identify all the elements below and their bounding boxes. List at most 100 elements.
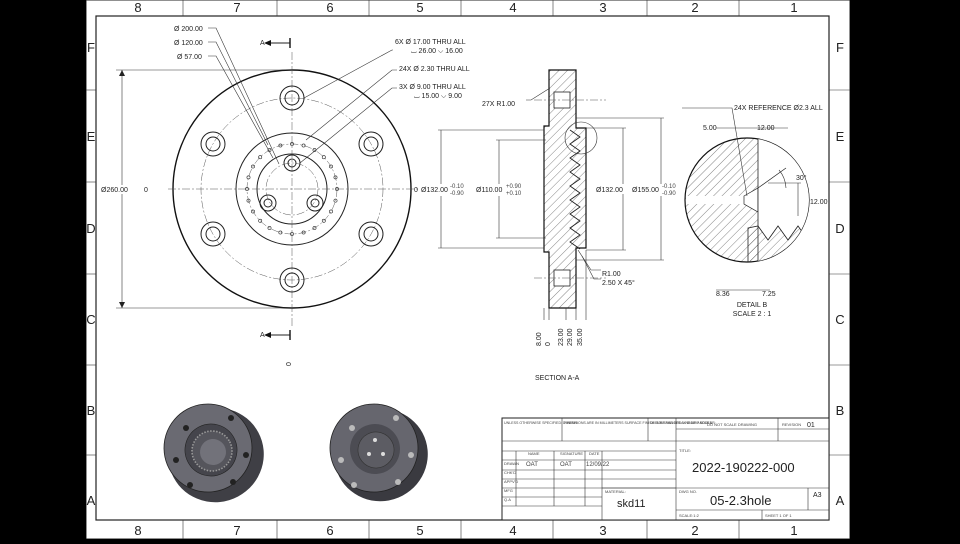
tb-title-label: TITLE: (679, 448, 691, 453)
drawing-frame (95, 15, 830, 521)
note-6x-holes-line1: 6X Ø 17.00 THRU ALL (395, 39, 466, 46)
zone-col-6-top: 6 (326, 0, 333, 15)
dim-8-36: 8.36 (716, 291, 730, 298)
dim-depth-8: 8.00 (536, 332, 543, 346)
zone-col-7-top: 7 (233, 0, 240, 15)
zone-col-5-top: 5 (416, 0, 423, 15)
dim-depth-0: 0 (545, 342, 552, 346)
dim-zero-left: 0 (144, 187, 148, 194)
dim-dia-120: Ø 120.00 (174, 40, 203, 47)
dim-chamfer: 2.50 X 45° (602, 279, 635, 287)
detail-note-24x: 24X REFERENCE Ø2.3 ALL (734, 105, 823, 112)
tb-revision: 01 (807, 422, 815, 429)
small-hole (333, 198, 338, 203)
note-24x-holes: 24X Ø 2.30 THRU ALL (399, 66, 470, 73)
tol-155-upper: -0.10 (662, 184, 676, 190)
section-view: Ø132.00 -0.10 -0.90 Ø110.00 +0.90 +0.10 … (421, 69, 681, 382)
zone-row-f-left: F (87, 40, 95, 55)
small-hole (301, 143, 306, 148)
zone-row-c-left: C (86, 312, 95, 327)
small-hole (333, 175, 338, 180)
tb-signature-header: SIGNATURE (560, 451, 583, 456)
tb-drawn-name: OAT (526, 462, 538, 468)
tb-drawn-signature: OAT (560, 462, 572, 468)
zone-col-1-bottom: 1 (790, 523, 797, 538)
zone-ticks (86, 0, 850, 539)
isometric-view-back (329, 403, 428, 502)
small-hole (258, 155, 263, 160)
zone-col-5-bottom: 5 (416, 523, 423, 538)
zone-col-3-top: 3 (599, 0, 606, 15)
section-title: SECTION A-A (535, 375, 580, 382)
tol-132-left-upper: -0.10 (450, 184, 464, 190)
tb-chk-label: CHK'D (504, 470, 516, 475)
tb-deburr-label: DEBURR AND BREAK SHARP EDGES (650, 421, 713, 425)
dim-depth-35: 35.00 (577, 328, 584, 346)
section-marker-bottom (264, 330, 291, 340)
small-hole (321, 218, 326, 223)
small-hole (329, 164, 333, 169)
small-hole (335, 187, 339, 191)
dim-dia-110: Ø110.00 (476, 187, 502, 194)
tol-110-upper: +0.90 (506, 184, 522, 190)
zone-col-8-bottom: 8 (134, 523, 141, 538)
tb-dwg-label: DWG NO. (679, 489, 697, 494)
section-label-top: A (260, 40, 265, 47)
tb-name-header: NAME (528, 451, 540, 456)
engineering-drawing: 8 7 6 5 4 3 2 1 8 7 6 5 4 3 2 1 F E D C … (85, 0, 851, 540)
tb-appv-label: APPV'D (504, 479, 518, 484)
small-hole (251, 164, 255, 169)
small-hole (258, 218, 263, 223)
zone-col-6-bottom: 6 (326, 523, 333, 538)
section-marker-top (264, 38, 291, 48)
small-hole (278, 230, 283, 235)
dim-angle-30: 30° (796, 174, 807, 182)
small-hole (329, 209, 333, 214)
zone-col-7-bottom: 7 (233, 523, 240, 538)
tb-unless-note: UNLESS OTHERWISE SPECIFIED: DIMENSIONS A… (504, 421, 716, 425)
drawing-sheet: 8 7 6 5 4 3 2 1 8 7 6 5 4 3 2 1 F E D C … (85, 0, 851, 540)
tol-132-left-lower: -0.90 (450, 191, 464, 197)
tb-drawn-label: DRAWN (504, 461, 519, 466)
small-hole (278, 143, 283, 148)
tb-drawn-date: 12/09/22 (586, 462, 610, 468)
tb-dwg-no: 05-2.3hole (710, 493, 771, 508)
dim-27x-radius: 27X R1.00 (482, 101, 515, 108)
front-view: A A Ø260.00 0 0 0 Ø 200.00 Ø 120.00 Ø 57… (100, 26, 470, 366)
dim-12-right: 12.00 (810, 199, 828, 206)
tb-revision-label: REVISION (782, 422, 801, 427)
dim-r1: R1.00 (602, 271, 621, 278)
small-holes-ring (245, 142, 339, 236)
zone-row-b-right: B (836, 403, 845, 418)
dim-depth-29: 29.00 (567, 328, 574, 346)
tb-finish-label: FINISH: (564, 420, 578, 425)
zone-row-a-left: A (87, 493, 96, 508)
tb-material-label: MATERIAL: (605, 489, 626, 494)
dim-dia-132-left: Ø132.00 (421, 187, 448, 194)
small-hole (246, 198, 251, 203)
zone-row-b-left: B (87, 403, 96, 418)
zone-row-c-right: C (835, 312, 844, 327)
dim-dia-155: Ø155.00 (632, 187, 659, 194)
tb-size: A3 (813, 492, 822, 499)
tb-title: 2022-190222-000 (692, 460, 795, 475)
zone-row-a-right: A (836, 493, 845, 508)
small-hole (312, 226, 317, 230)
section-label-bottom: A (260, 332, 265, 339)
dim-zero-right: 0 (414, 187, 418, 194)
zone-col-4-top: 4 (509, 0, 516, 15)
zone-col-3-bottom: 3 (599, 523, 606, 538)
zone-col-4-bottom: 4 (509, 523, 516, 538)
zone-col-1-top: 1 (790, 0, 797, 15)
tb-qa-label: Q.A (504, 497, 511, 502)
small-hole (290, 232, 294, 236)
tb-do-not-scale: DO NOT SCALE DRAWING (707, 422, 757, 427)
tb-mfg-label: MFG (504, 488, 513, 493)
note-3x-holes-line1: 3X Ø 9.00 THRU ALL (399, 84, 466, 91)
zone-row-d-left: D (86, 221, 95, 236)
dim-dia-260: Ø260.00 (101, 187, 128, 194)
dim-dia-132-right: Ø132.00 (596, 187, 623, 194)
zone-row-e-right: E (836, 129, 845, 144)
dim-depth-23: 23.00 (558, 328, 565, 346)
dim-zero-bottom: 0 (286, 362, 293, 366)
